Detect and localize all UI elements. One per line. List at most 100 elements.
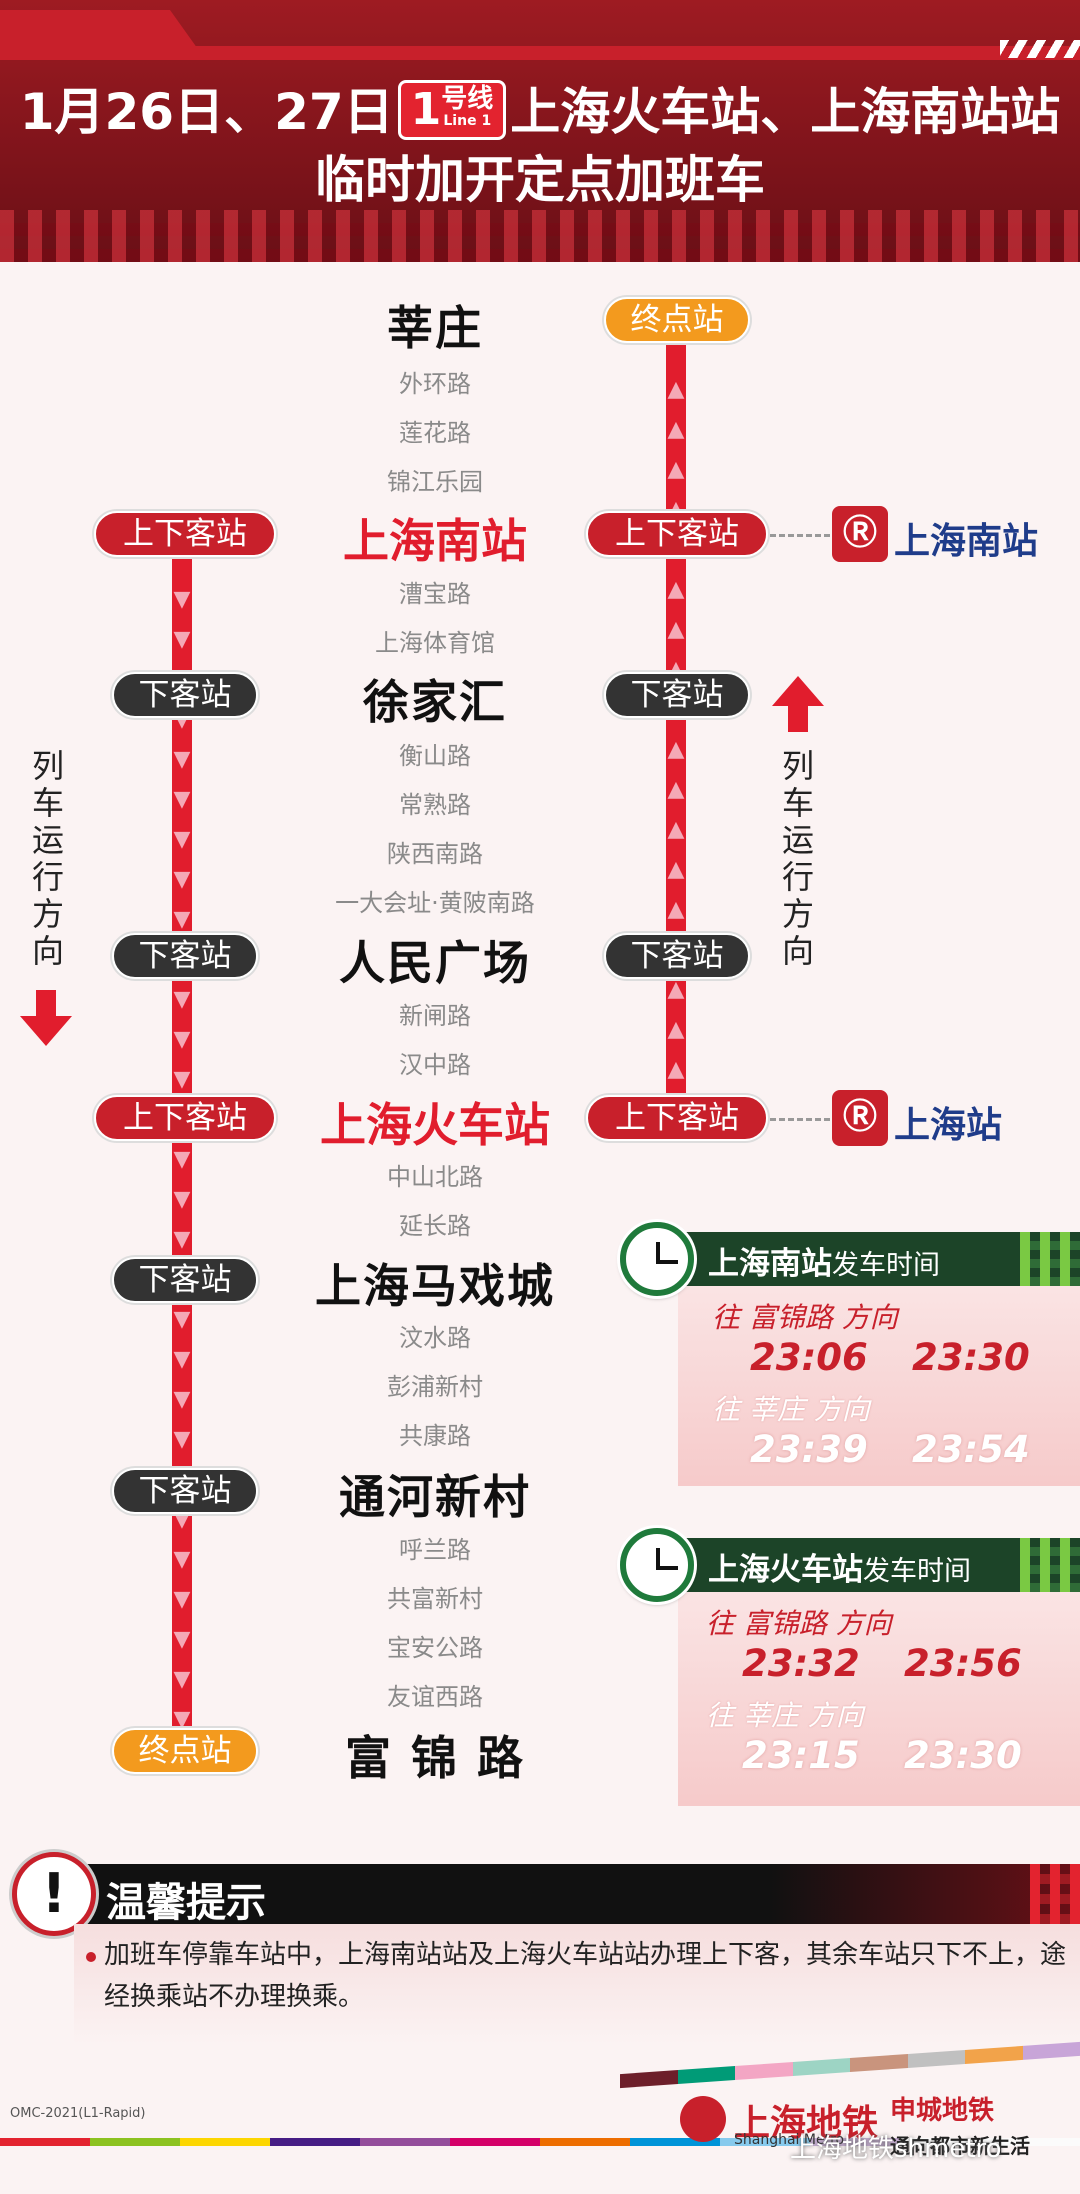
left-board-pill-south: 上下客站 xyxy=(94,511,276,557)
title-date: 1月26日、27日 xyxy=(19,83,394,141)
timetable-south-time-2b: 23:54 xyxy=(912,1428,1030,1471)
left-alight-pill-circus: 下客站 xyxy=(112,1257,258,1303)
station-waihuan: 外环路 xyxy=(399,370,471,398)
watermark: 上海地铁shmetro xyxy=(790,2134,1002,2164)
timetable-south-suffix: 发车时间 xyxy=(832,1250,940,1281)
line-en: Line 1 xyxy=(443,112,492,129)
slogan-bottom: 通向都市新生活 xyxy=(890,2134,1030,2158)
station-yanchang: 延长路 xyxy=(399,1212,471,1240)
station-shaanxi-south: 陕西南路 xyxy=(387,840,483,868)
line-cn: 号线 xyxy=(441,83,494,114)
clock-icon xyxy=(620,1222,694,1296)
station-stadium: 上海体育馆 xyxy=(375,629,495,657)
timetable-south-time-1b: 23:30 xyxy=(912,1336,1030,1379)
notice-box xyxy=(74,1924,1080,2044)
railway-name-main: 上海站 xyxy=(894,1105,1003,1146)
brand-name-en: Shanghai Metro xyxy=(734,2132,845,2148)
station-changshu: 常熟路 xyxy=(399,791,471,819)
station-hengshan: 衡山路 xyxy=(399,742,471,770)
header-checker-pattern xyxy=(0,210,1080,262)
rail-link-south xyxy=(770,534,830,537)
right-board-pill-south: 上下客站 xyxy=(586,511,768,557)
title-stations: 上海火车站、上海南站站 xyxy=(510,83,1061,141)
timetable-south-dir1: 往 富锦路 方向 xyxy=(712,1301,898,1334)
station-xujiahui: 徐家汇 xyxy=(363,675,507,729)
station-hulan: 呼兰路 xyxy=(399,1536,471,1564)
timetable-rail-header: 上海火车站发车时间 xyxy=(648,1538,1080,1592)
rail-down-chevrons: ▼▼▼▼▼▼▼▼▼▼▼▼▼▼▼▼▼▼▼▼▼▼▼▼▼▼▼▼▼ xyxy=(173,587,191,1732)
timetable-rail-title: 上海火车站发车时间 xyxy=(708,1544,971,1589)
arrow-up-icon xyxy=(772,676,824,732)
station-gongfu: 共富新村 xyxy=(387,1585,483,1613)
timetable-south-time-2a: 23:39 xyxy=(750,1428,868,1471)
timetable-rail-time-2a: 23:15 xyxy=(742,1734,860,1777)
direction-label-down: 列车运行方向 xyxy=(31,747,64,970)
exclamation-icon: ! xyxy=(12,1852,96,1936)
railway-logo-icon: Ⓡ xyxy=(832,506,888,562)
notice-title: 温馨提示 xyxy=(106,1880,266,1926)
left-alight-pill-tonghe: 下客站 xyxy=(112,1468,258,1514)
railway-logo-icon: Ⓡ xyxy=(832,1090,888,1146)
notice-bar xyxy=(50,1864,1080,1924)
timetable-south-title: 上海南站发车时间 xyxy=(708,1238,940,1283)
station-circus: 上海马戏城 xyxy=(315,1259,555,1313)
station-hanzhong: 汉中路 xyxy=(399,1051,471,1079)
rail-link-main xyxy=(770,1118,830,1121)
rail-up-chevrons: ▲▲▲▲▲▲▲▲▲▲▲▲▲▲▲▲▲▲ xyxy=(667,377,685,1082)
timetable-rail-station: 上海火车站 xyxy=(708,1552,863,1588)
footer-line-colors-wave xyxy=(620,2041,1080,2089)
header-stripes xyxy=(1000,40,1080,58)
railway-name-south: 上海南站 xyxy=(894,521,1039,562)
station-baoan: 宝安公路 xyxy=(387,1634,483,1662)
arrow-down-icon xyxy=(20,990,72,1046)
header-topbar xyxy=(0,46,1080,60)
brand-name: 上海地铁 xyxy=(734,2103,879,2144)
station-youyi-west: 友谊西路 xyxy=(387,1683,483,1711)
timetable-rail-time-2b: 23:30 xyxy=(904,1734,1022,1777)
timetable-header-checker xyxy=(1020,1232,1080,1286)
rail-down: ▼▼▼▼▼▼▼▼▼▼▼▼▼▼▼▼▼▼▼▼▼▼▼▼▼▼▼▼▼ xyxy=(172,540,192,1750)
left-board-pill-rail: 上下客站 xyxy=(94,1095,276,1141)
right-board-pill-rail: 上下客站 xyxy=(586,1095,768,1141)
clock-icon xyxy=(620,1528,694,1602)
station-huangpi: 一大会址·黄陂南路 xyxy=(335,889,535,917)
station-xinzha: 新闸路 xyxy=(399,1002,471,1030)
station-peoples-square: 人民广场 xyxy=(339,936,531,990)
notice-checker xyxy=(1030,1864,1080,1924)
line-number: 1 xyxy=(410,83,442,135)
right-terminal-pill: 终点站 xyxy=(604,297,750,343)
timetable-south-station: 上海南站 xyxy=(708,1246,832,1282)
timetable-south-time-1a: 23:06 xyxy=(750,1336,868,1379)
timetable-rail-dir2: 往 莘庄 方向 xyxy=(706,1699,864,1732)
station-zhongshan-north: 中山北路 xyxy=(387,1163,483,1191)
right-alight-pill-xujiahui: 下客站 xyxy=(604,672,750,718)
station-fujin: 富 锦 路 xyxy=(344,1731,526,1785)
station-xinzhuang: 莘庄 xyxy=(387,301,483,355)
station-shanghai-south: 上海南站 xyxy=(343,514,527,568)
footer-line-colors-strip xyxy=(0,2138,1080,2146)
bullet-icon xyxy=(86,1952,96,1962)
left-alight-pill-peoples-square: 下客站 xyxy=(112,933,258,979)
timetable-rail-time-1b: 23:56 xyxy=(904,1642,1022,1685)
timetable-rail-suffix: 发车时间 xyxy=(863,1556,971,1587)
rail-up: ▲▲▲▲▲▲▲▲▲▲▲▲▲▲▲▲▲▲ xyxy=(666,340,686,1110)
timetable-rail-time-1a: 23:32 xyxy=(742,1642,860,1685)
header-tab xyxy=(0,10,200,52)
slogan-top: 申城地铁 xyxy=(890,2096,995,2126)
notice-text: 加班车停靠车站中，上海南站站及上海火车站站办理上下客，其余车站只下不上，途经换乘… xyxy=(104,1940,1067,2012)
left-terminal-pill: 终点站 xyxy=(112,1728,258,1774)
station-jinjiang: 锦江乐园 xyxy=(387,468,483,496)
timetable-header-checker xyxy=(1020,1538,1080,1592)
direction-label-up: 列车运行方向 xyxy=(781,747,814,970)
station-lianhua: 莲花路 xyxy=(399,419,471,447)
shanghai-metro-logo-icon xyxy=(680,2096,726,2142)
station-caobao: 漕宝路 xyxy=(399,580,471,608)
station-gongkang: 共康路 xyxy=(399,1422,471,1450)
left-alight-pill-xujiahui: 下客站 xyxy=(112,672,258,718)
page-subtitle: 临时加开定点加班车 xyxy=(315,151,765,209)
station-pengpu: 彭浦新村 xyxy=(387,1373,483,1401)
